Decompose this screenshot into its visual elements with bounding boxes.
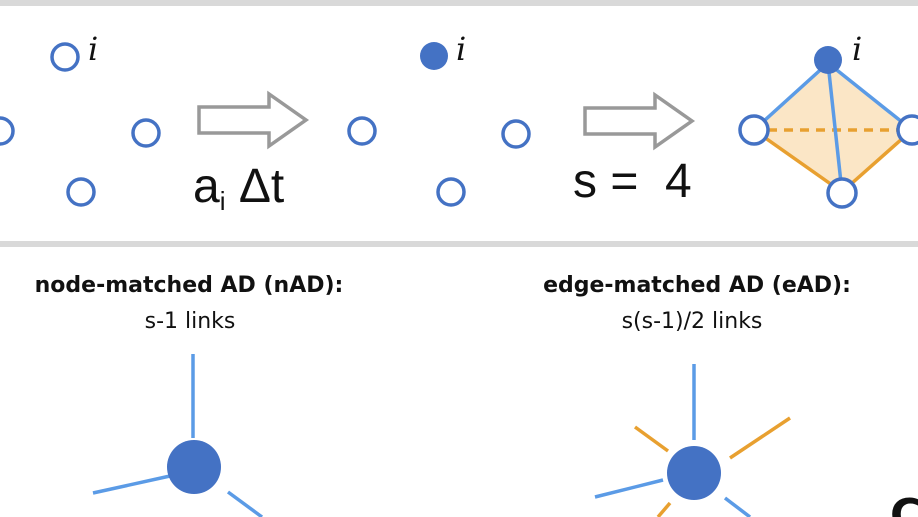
central-node	[667, 446, 721, 500]
node-empty	[738, 114, 770, 146]
node-empty	[347, 116, 377, 146]
hyperedge-fill	[754, 63, 912, 192]
panel-ead: edge-matched AD (eAD): s(s-1)/2 links C	[543, 273, 918, 517]
central-node	[167, 440, 221, 494]
stage-initial-nodes: i	[0, 30, 161, 207]
link-orange	[656, 501, 672, 517]
stage-hyperedge: i	[738, 30, 918, 209]
arrow-right-icon	[583, 91, 696, 151]
link-blue	[826, 61, 914, 132]
rate-label: ai Δt	[193, 160, 284, 216]
node-i-active	[420, 42, 448, 70]
cropped-glyph: C	[890, 490, 918, 517]
node-empty	[66, 177, 96, 207]
link-orange	[633, 425, 670, 453]
link-blue	[752, 61, 830, 132]
node-empty	[0, 116, 15, 146]
link-blue	[594, 478, 664, 499]
node-i-empty	[50, 42, 80, 72]
node-label-i: i	[852, 30, 862, 68]
arrow-right-icon	[197, 90, 310, 150]
link-blue	[92, 474, 171, 495]
node-empty	[826, 177, 858, 209]
link-blue	[826, 62, 844, 193]
node-empty	[501, 119, 531, 149]
node-empty	[131, 118, 161, 148]
node-empty	[896, 114, 918, 146]
link-orange	[729, 416, 791, 460]
panel-title: node-matched AD (nAD):	[35, 273, 344, 298]
node-i-active	[814, 46, 842, 74]
middle-divider	[0, 241, 918, 247]
link-orange	[752, 128, 844, 194]
panel-nad: node-matched AD (nAD): s-1 links	[35, 273, 344, 517]
top-divider	[0, 0, 918, 6]
node-empty	[436, 177, 466, 207]
link-blue	[226, 490, 264, 517]
node-label-i: i	[88, 30, 98, 68]
panel-subtitle: s-1 links	[145, 309, 236, 334]
stage-activated-nodes: i	[347, 30, 531, 207]
group-size-label: s = 4	[573, 155, 692, 208]
node-label-i: i	[456, 30, 466, 68]
panel-subtitle: s(s-1)/2 links	[622, 309, 763, 334]
link-blue	[723, 496, 752, 517]
panel-title: edge-matched AD (eAD):	[543, 273, 851, 298]
